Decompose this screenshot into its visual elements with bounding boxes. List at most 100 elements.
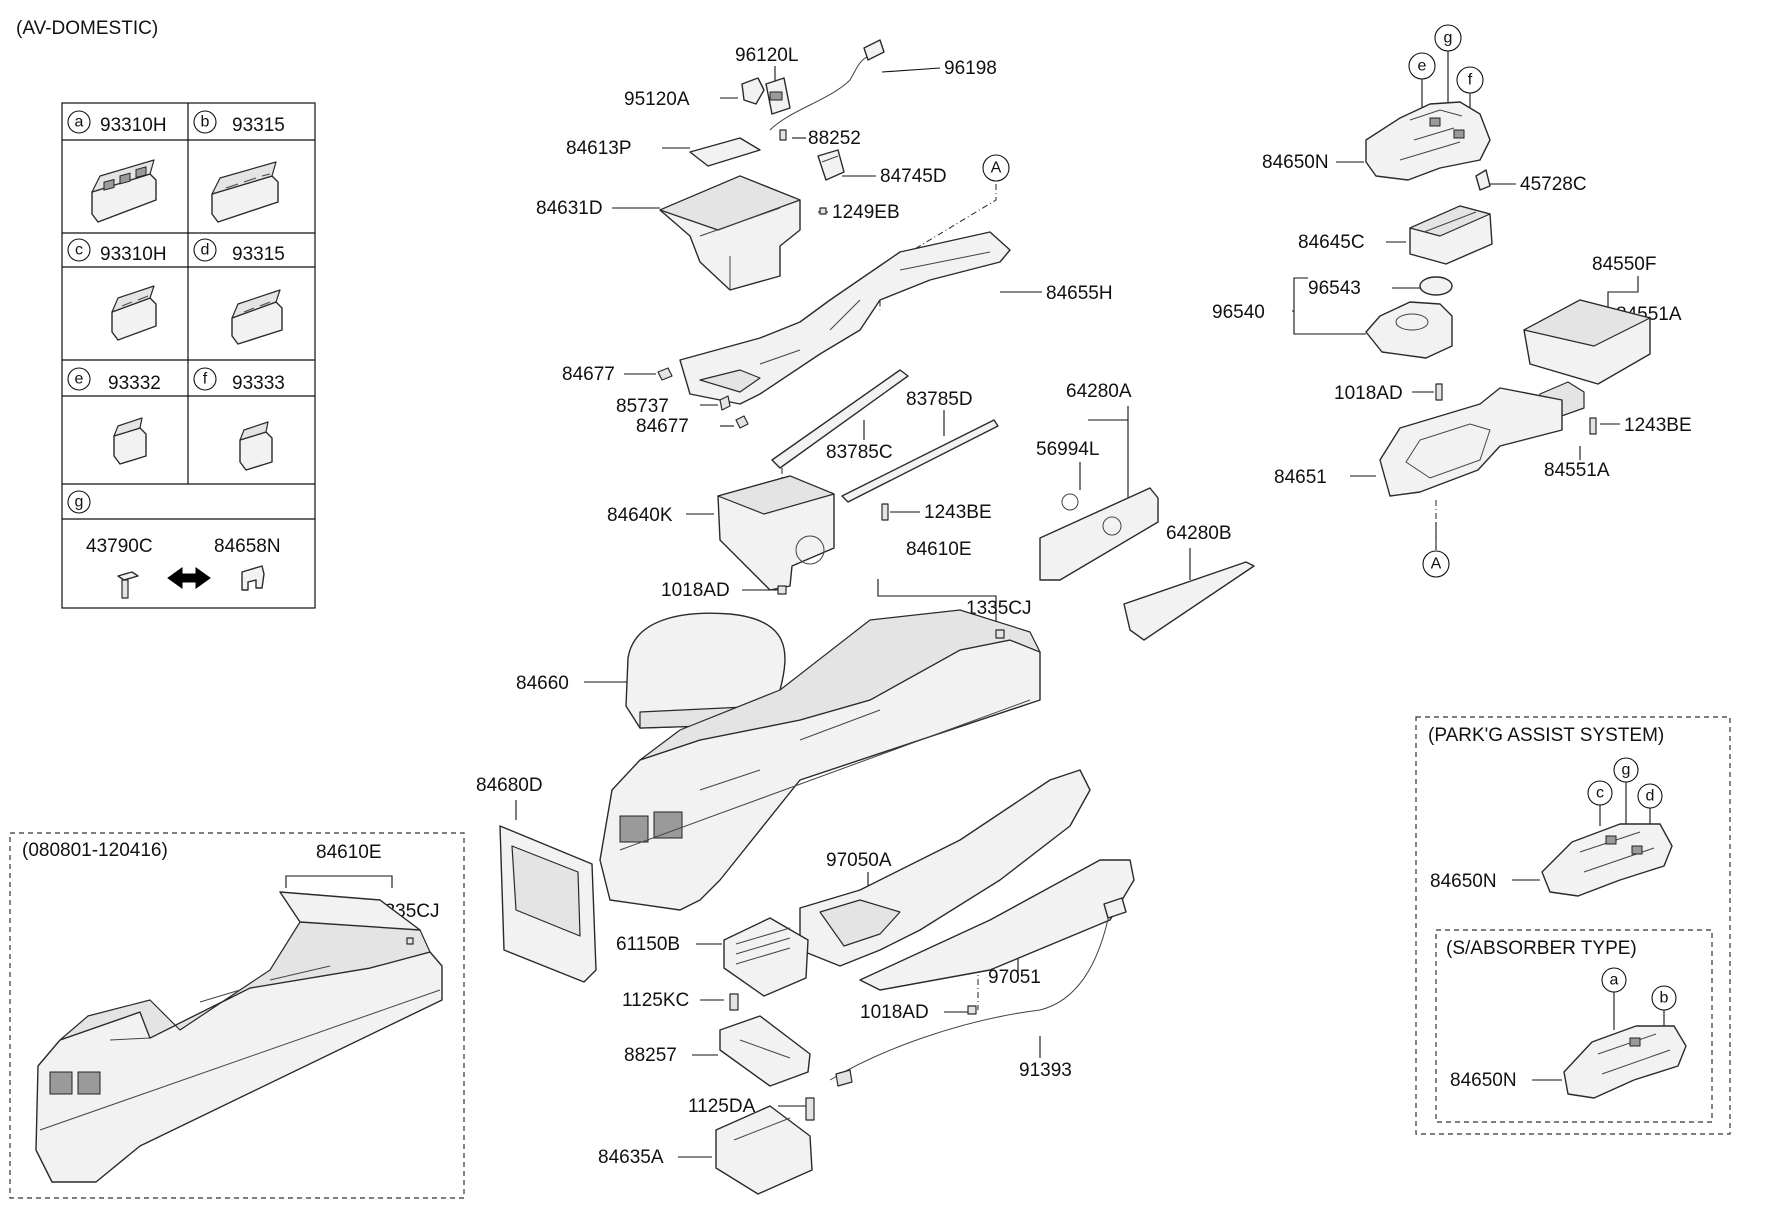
usb-jack-96120l xyxy=(765,77,791,115)
label-84610e: 84610E xyxy=(906,539,972,560)
clip-84677-a xyxy=(657,367,673,381)
legend-part-c: 93310H xyxy=(100,244,167,265)
bolt-1125da xyxy=(805,1097,815,1121)
upper-cover-84655h xyxy=(679,231,1011,405)
legend-marker-g: g xyxy=(75,494,84,511)
park-assist-shift-panel xyxy=(1541,823,1673,897)
cable-96198 xyxy=(769,39,885,131)
inset-period-label-84610e: 84610E xyxy=(316,842,382,863)
label-91393: 91393 xyxy=(1019,1060,1072,1081)
frame-84651 xyxy=(1379,387,1563,497)
screw-1243be-center xyxy=(881,503,889,521)
inset-absorber-title: (S/ABSORBER TYPE) xyxy=(1446,938,1637,959)
switch-legend-table: a 93310H b 93315 c 93310H xyxy=(61,102,316,609)
label-84677-b: 84677 xyxy=(636,416,689,437)
shift-base-96540 xyxy=(1365,301,1453,359)
label-88252: 88252 xyxy=(808,128,861,149)
clip-84677-b xyxy=(735,415,749,429)
legend-marker-b: b xyxy=(201,114,210,131)
label-84655h: 84655H xyxy=(1046,283,1113,304)
leader-lines-center xyxy=(515,66,1191,1158)
svg-text:g: g xyxy=(1444,30,1453,47)
bracket-88257 xyxy=(719,1015,811,1087)
label-56994l: 56994L xyxy=(1036,439,1099,460)
fastener-88252 xyxy=(779,129,787,141)
svg-text:g: g xyxy=(1622,762,1631,779)
svg-text:c: c xyxy=(1596,785,1604,802)
label-1018ad-b: 1018AD xyxy=(860,1002,929,1023)
legend-part-e: 93332 xyxy=(108,373,161,394)
park-assist-marker-g: g xyxy=(1613,757,1639,828)
svg-text:A: A xyxy=(1431,556,1442,573)
window-switch-4b-icon xyxy=(211,161,279,223)
legend-cell-c: c 93310H xyxy=(67,238,167,341)
svg-text:d: d xyxy=(1646,788,1655,805)
inset-period-box: (080801-120416) 84610E 1335CJ xyxy=(9,832,465,1199)
park-assist-marker-c: c xyxy=(1587,780,1613,826)
label-84640k: 84640K xyxy=(607,505,673,526)
legend-part-a: 93310H xyxy=(100,115,167,136)
inset-absorber-box: (S/ABSORBER TYPE) 84650N a b xyxy=(1435,929,1713,1123)
bracket-84745d xyxy=(817,149,845,181)
garnish-83785d xyxy=(841,419,999,503)
center-console-body-alt-icon xyxy=(35,891,443,1183)
tray-84550f xyxy=(1523,299,1651,385)
window-switch-3b-icon xyxy=(231,289,283,345)
legend-marker-d: d xyxy=(201,242,210,259)
svg-text:a: a xyxy=(1610,972,1619,989)
label-84680d: 84680D xyxy=(476,775,543,796)
label-96120l: 96120L xyxy=(735,45,798,66)
bolt-1249eb xyxy=(819,207,827,215)
legend-part-g-left: 43790C xyxy=(86,536,153,557)
label-84631d: 84631D xyxy=(536,198,603,219)
absorber-marker-b: b xyxy=(1651,985,1677,1040)
label-1018ad-a: 1018AD xyxy=(661,580,730,601)
label-96543: 96543 xyxy=(1308,278,1361,299)
legend-cell-a: a 93310H xyxy=(67,110,167,223)
inset-absorber-part: 84650N xyxy=(1450,1070,1517,1091)
svg-text:A: A xyxy=(991,160,1002,177)
duct-97050a xyxy=(799,769,1091,967)
label-97051: 97051 xyxy=(988,967,1041,988)
legend-part-d: 93315 xyxy=(232,244,285,265)
label-1125kc: 1125KC xyxy=(622,990,689,1011)
double-arrow-icon xyxy=(167,567,211,589)
label-1018ad-c: 1018AD xyxy=(1334,383,1403,404)
label-83785d: 83785D xyxy=(906,389,973,410)
window-switch-4-icon xyxy=(91,159,157,223)
label-84550f: 84550F xyxy=(1592,254,1656,275)
legend-marker-f: f xyxy=(203,371,208,388)
clip-84658n-icon xyxy=(241,565,265,591)
screw-1243be-right xyxy=(1589,417,1597,435)
legend-cell-b: b 93315 xyxy=(193,110,285,223)
label-84645c: 84645C xyxy=(1298,232,1365,253)
clip-85737 xyxy=(719,395,731,411)
bolt-1018ad-b xyxy=(967,1005,977,1015)
rear-panel-84680d xyxy=(499,825,597,983)
shifter-marker-f: f xyxy=(1456,66,1484,126)
inset-park-assist-part: 84650N xyxy=(1430,871,1497,892)
label-84651: 84651 xyxy=(1274,467,1327,488)
svg-text:e: e xyxy=(1418,58,1427,75)
console-body-84610e xyxy=(599,609,1041,911)
label-64280a: 64280A xyxy=(1066,381,1132,402)
knob-96543 xyxy=(1419,276,1453,296)
section-marker-a-top: A xyxy=(982,154,1010,182)
inset-park-assist-box: (PARK'G ASSIST SYSTEM) 84650N c g d xyxy=(1415,716,1731,1135)
label-84660: 84660 xyxy=(516,673,569,694)
label-45728c: 45728C xyxy=(1520,174,1587,195)
label-84613p: 84613P xyxy=(566,138,632,159)
inset-period-title: (080801-120416) xyxy=(22,840,168,861)
legend-cell-e: e 93332 xyxy=(67,367,161,465)
clip-1335cj xyxy=(995,629,1005,639)
label-96198: 96198 xyxy=(944,58,997,79)
shifter-marker-e: e xyxy=(1408,52,1436,114)
diagram-title: (AV-DOMESTIC) xyxy=(16,18,158,39)
legend-cell-d: d 93315 xyxy=(193,238,285,345)
absorber-marker-a: a xyxy=(1601,967,1627,1030)
bracket-84635a xyxy=(715,1105,813,1195)
legend-cell-f: f 93333 xyxy=(193,367,285,471)
label-84551a-b: 84551A xyxy=(1544,460,1610,481)
